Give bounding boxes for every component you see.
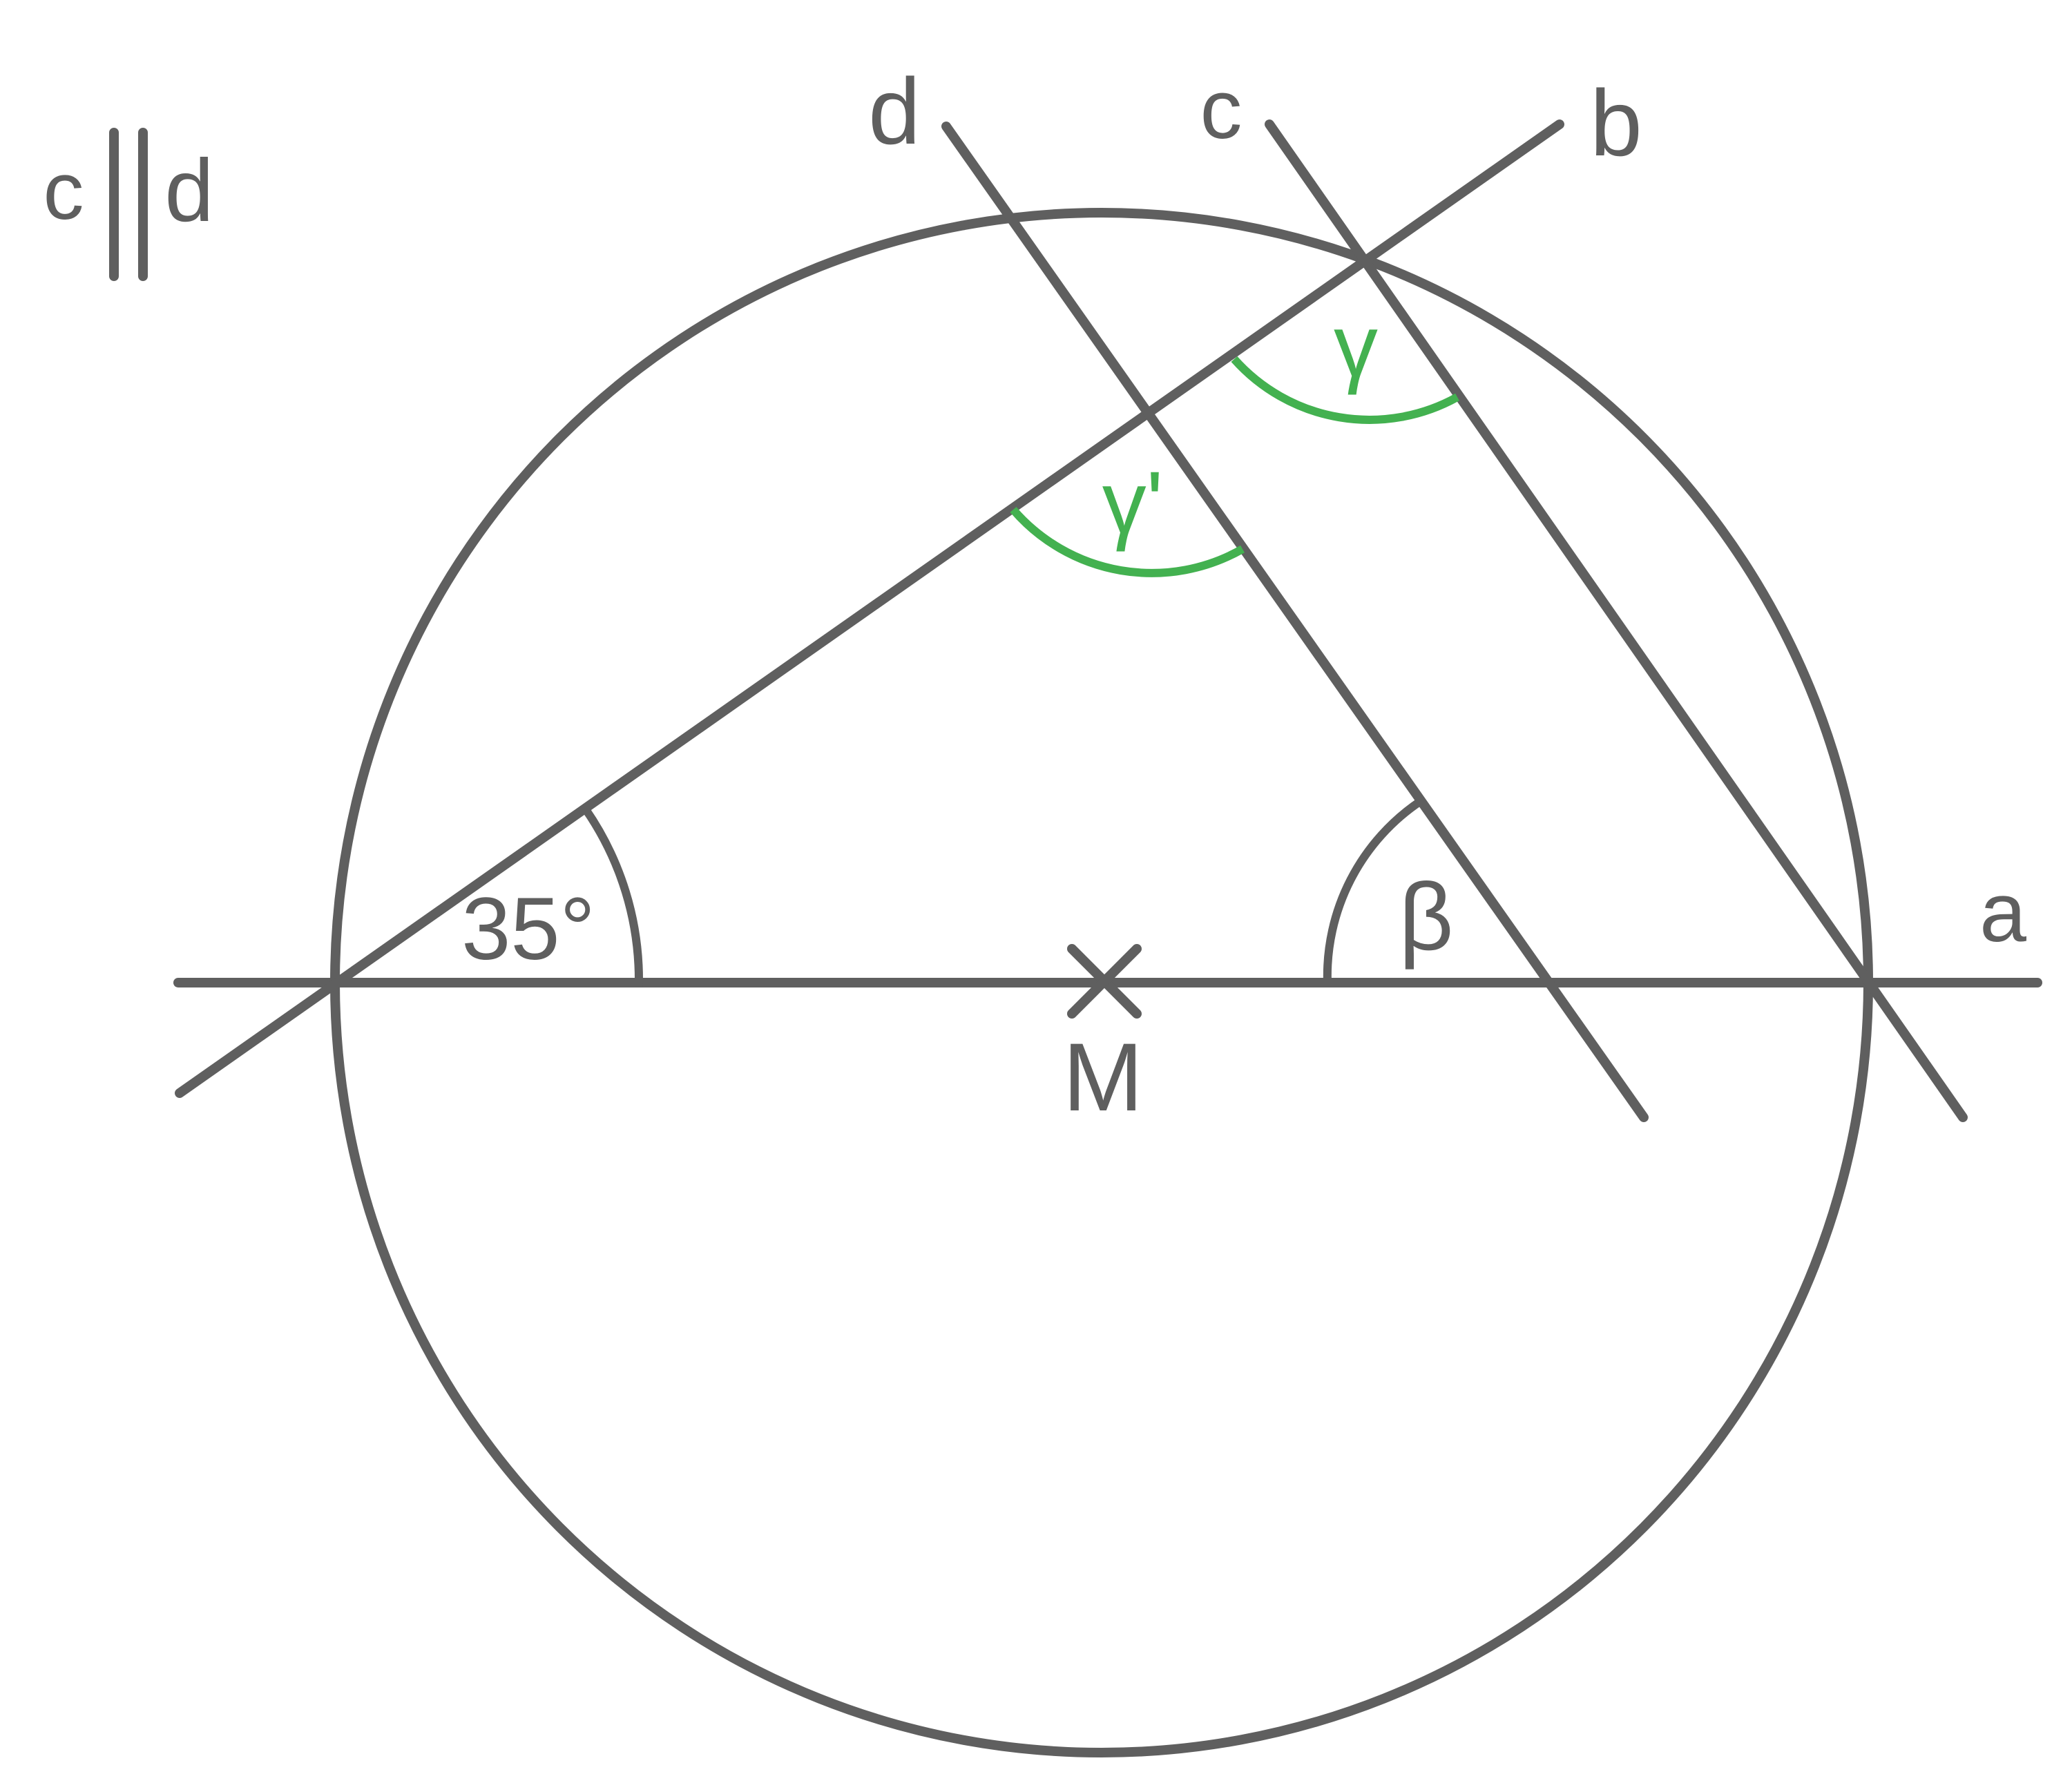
angle-arc-gamma	[1231, 356, 1459, 424]
angle-label-beta: β	[1399, 864, 1453, 970]
parallel-right-label: d	[164, 142, 213, 240]
angle-arc-gamma-prime	[1010, 507, 1245, 577]
parallel-notation: c d	[44, 128, 214, 281]
angle-label-gamma-prime: γ'	[1102, 454, 1163, 552]
angle-label-gamma: γ	[1334, 297, 1378, 396]
parallel-left-label: c	[44, 146, 84, 237]
line-d	[941, 122, 1649, 1122]
center-label: M	[1063, 1023, 1144, 1131]
line-b	[175, 119, 1564, 1098]
line-b-label: b	[1590, 70, 1642, 175]
line-c	[1265, 119, 1968, 1122]
angle-arc-beta	[1323, 798, 1544, 987]
line-d-label: d	[868, 59, 921, 164]
line-a-label: a	[1979, 865, 2026, 959]
center-marker	[1067, 944, 1142, 1019]
angle-arc-35	[338, 807, 644, 987]
angle-label-35: 35°	[461, 880, 595, 979]
line-c-label: c	[1200, 62, 1243, 156]
